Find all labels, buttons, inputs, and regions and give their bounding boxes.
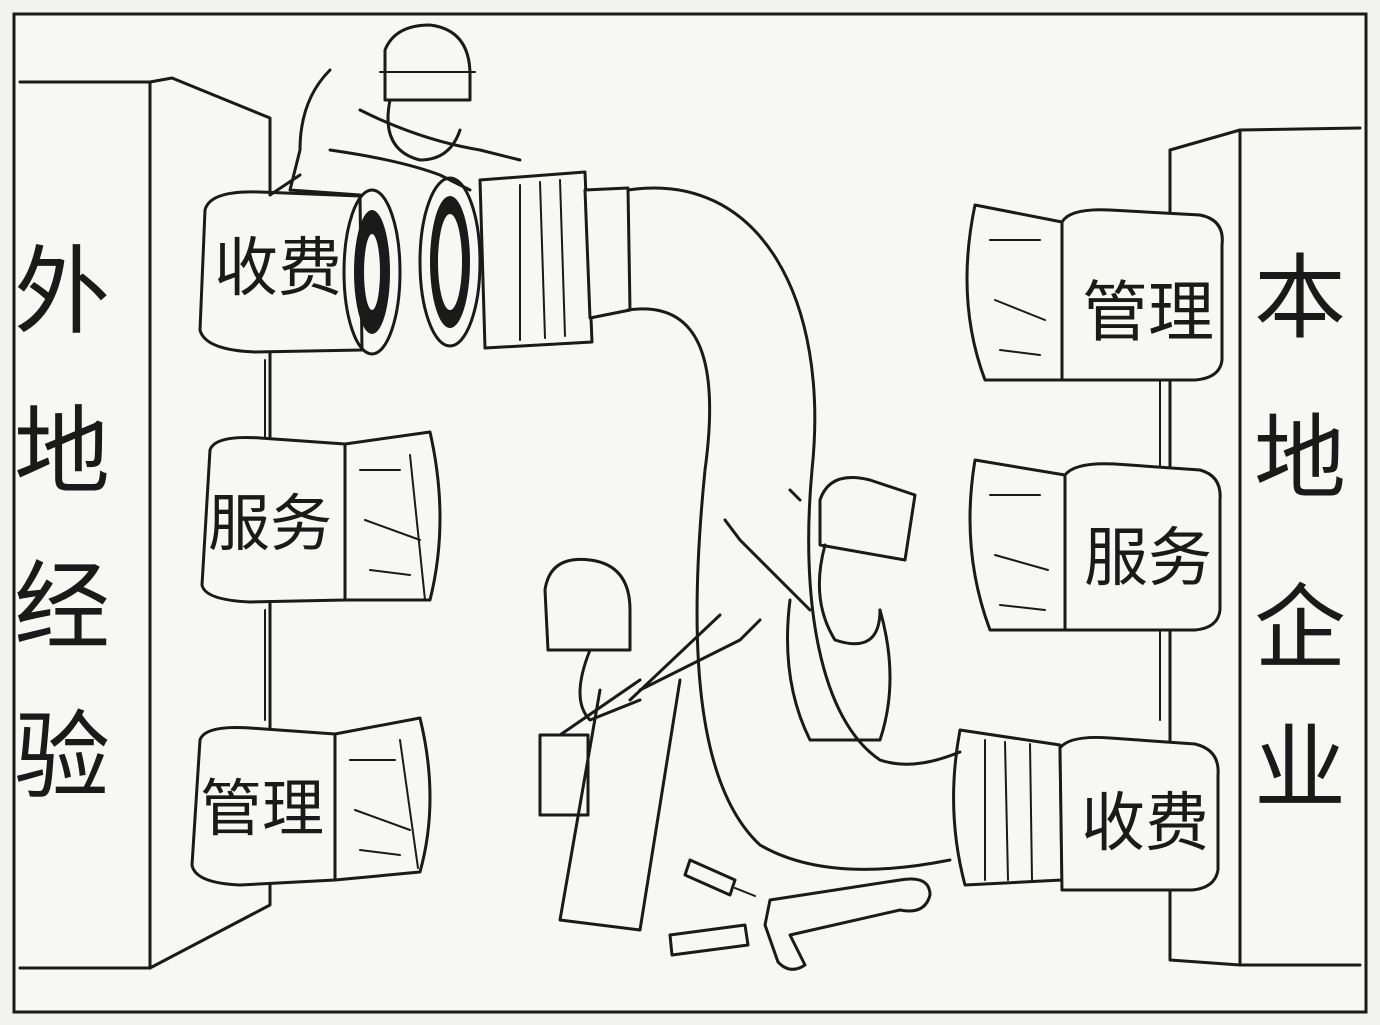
left-wall: [18, 76, 272, 970]
left-drum-service-label: 服务: [208, 487, 332, 560]
worker-right-reaching: [723, 476, 917, 742]
left-drum-management: 管理: [190, 716, 432, 887]
right-drum-service: 服务: [968, 458, 1222, 632]
left-drum-management-label: 管理: [200, 772, 324, 845]
left-drum-fee-label: 收费: [214, 232, 342, 306]
worker-left-standing: [538, 557, 762, 932]
worker-on-top: [268, 23, 522, 197]
left-drum-service: 服务: [200, 430, 442, 604]
bent-pipe: [626, 186, 962, 871]
left-label-char-1: 外: [14, 236, 110, 348]
right-label-char-2: 地: [1254, 405, 1346, 512]
screwdriver-icon: [683, 858, 756, 897]
right-drum-management-label: 管理: [1082, 274, 1214, 351]
right-drum-service-label: 服务: [1084, 522, 1212, 596]
left-label-char-4: 验: [14, 701, 110, 813]
right-drum-management: 管理: [965, 203, 1224, 382]
left-label-char-3: 经: [14, 551, 110, 663]
left-drum-fee: 收费: [198, 188, 402, 356]
right-wall-label: 本 地 企 业: [1254, 245, 1346, 822]
threaded-pipe-end: [418, 170, 632, 350]
left-label-char-2: 地: [14, 396, 110, 508]
right-drum-fee-label: 收费: [1081, 787, 1209, 861]
right-label-char-1: 本: [1254, 245, 1346, 352]
wrench-icon: [763, 877, 932, 971]
right-wall: [1159, 126, 1362, 967]
right-drum-fee: 收费: [952, 728, 1220, 892]
pliers-icon: [668, 923, 750, 957]
left-wall-label: 外 地 经 验: [14, 236, 110, 813]
right-label-char-4: 业: [1254, 715, 1346, 822]
right-label-char-3: 企: [1254, 575, 1346, 682]
